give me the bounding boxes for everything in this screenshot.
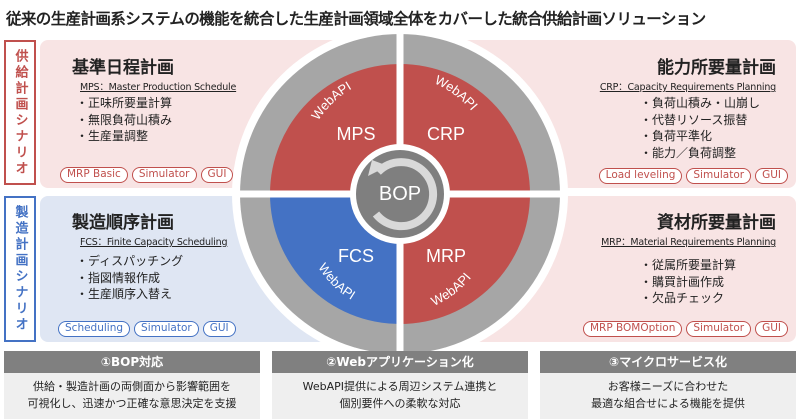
list-item: 生産量調整 — [76, 128, 172, 145]
list-item: 能力／負荷調整 — [640, 145, 760, 162]
list-item: 従属所要量計算 — [640, 257, 736, 274]
tag-gui: GUI — [755, 168, 788, 184]
fcs-tags: Scheduling Simulator GUI — [58, 321, 236, 337]
list-item: ディスパッチング — [76, 253, 183, 270]
list-item: 負荷平準化 — [640, 128, 760, 145]
list-item: 欠品チェック — [640, 290, 736, 307]
tag-simulator: Simulator — [131, 167, 197, 183]
feature-bop-title: ①BOP対応 — [4, 351, 260, 373]
mrp-subtitle: MRP：Material Requirements Planning — [601, 237, 776, 248]
mrp-tags: MRP BOMOption Simulator GUI — [582, 321, 788, 337]
bop-label: BOP — [379, 183, 421, 205]
cycle-arrow-icon — [372, 158, 438, 231]
tag-simulator: Simulator — [686, 168, 752, 184]
crp-tags: Load leveling Simulator GUI — [598, 168, 788, 184]
list-item: 無限負荷山積み — [76, 112, 172, 129]
manufacturing-scenario-label: 製造計画シナリオ — [4, 196, 36, 342]
tag-gui: GUI — [755, 321, 788, 337]
mrp-title: 資材所要量計画 — [657, 213, 776, 233]
list-item: 購買計画作成 — [640, 274, 736, 291]
crp-function-list: 負荷山積み・山崩し 代替リソース振替 負荷平準化 能力／負荷調整 — [640, 95, 760, 161]
page-title: 従来の生産計画系システムの機能を統合した生産計画領域全体をカバーした統合供給計画… — [6, 10, 706, 28]
mrp-function-list: 従属所要量計算 購買計画作成 欠品チェック — [640, 257, 736, 307]
tag-mrp-bomoption: MRP BOMOption — [582, 321, 683, 337]
tag-simulator: Simulator — [686, 321, 752, 337]
feature-microservice-text: お客様ニーズに合わせた 最適な組合せによる機能を提供 — [540, 373, 796, 419]
list-item: 負荷山積み・山崩し — [640, 95, 760, 112]
fcs-subtitle: FCS：Finite Capacity Scheduling — [80, 237, 228, 248]
list-item: 代替リソース振替 — [640, 112, 760, 129]
crp-label: CRP — [427, 124, 465, 144]
fcs-title: 製造順序計画 — [72, 213, 174, 233]
feature-bop-text: 供給・製造計画の両側面から影響範囲を 可視化し、迅速かつ正確な意思決定を支援 — [4, 373, 260, 419]
list-item: 正味所要量計算 — [76, 95, 172, 112]
tag-simulator: Simulator — [134, 321, 199, 337]
mps-label: MPS — [336, 124, 375, 144]
crp-title: 能力所要量計画 — [657, 58, 776, 78]
tag-scheduling: Scheduling — [58, 321, 131, 337]
list-item: 指図情報作成 — [76, 270, 183, 287]
mrp-label: MRP — [426, 246, 466, 266]
tag-mrp-basic: MRP Basic — [60, 167, 128, 183]
feature-webapp-text: WebAPI提供による周辺システム連携と 個別要件への柔軟な対応 — [272, 373, 528, 419]
mps-subtitle: MPS：Master Production Schedule — [80, 82, 237, 93]
arrow-head-icon — [368, 160, 388, 176]
fcs-label: FCS — [338, 246, 374, 266]
mps-function-list: 正味所要量計算 無限負荷山積み 生産量調整 — [76, 95, 172, 145]
feature-webapp-title: ②Webアプリケーション化 — [272, 351, 528, 373]
tag-gui: GUI — [202, 321, 236, 337]
mps-title: 基準日程計画 — [72, 58, 174, 78]
tag-gui: GUI — [200, 167, 234, 183]
crp-subtitle: CRP：Capacity Requirements Planning — [599, 82, 776, 93]
fcs-function-list: ディスパッチング 指図情報作成 生産順序入替え — [76, 253, 183, 303]
mps-tags: MRP Basic Simulator GUI — [60, 167, 234, 183]
supply-scenario-label: 供給計画シナリオ — [4, 40, 36, 185]
list-item: 生産順序入替え — [76, 286, 183, 303]
feature-microservice-title: ③マイクロサービス化 — [540, 351, 796, 373]
tag-load-leveling: Load leveling — [598, 168, 683, 184]
